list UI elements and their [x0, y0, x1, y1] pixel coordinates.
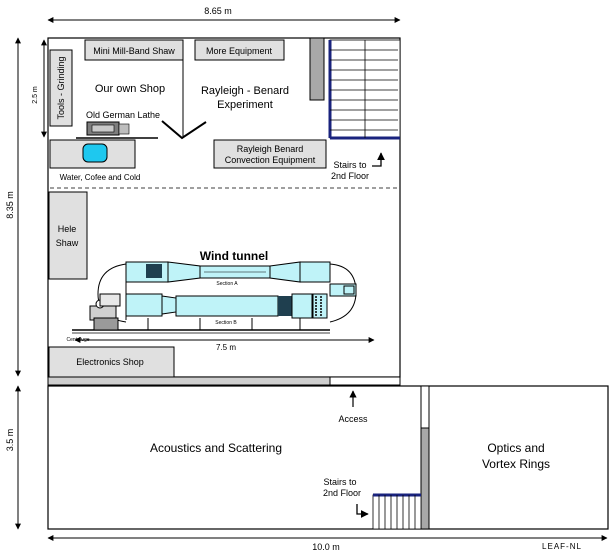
- old-lathe-label: Old German Lathe: [86, 110, 160, 120]
- access-doorway: [329, 376, 401, 386]
- tunnel-length-label: 7.5 m: [216, 343, 236, 352]
- upper-staircase-icon: [328, 39, 401, 140]
- hele-label-1: Hele: [58, 224, 77, 234]
- mill-band-saw-box: [84, 39, 184, 61]
- section-b-label: Section B: [215, 320, 237, 326]
- lower-staircase-icon: [372, 493, 422, 530]
- lower-height-label: 3.5 m: [5, 429, 15, 452]
- convection-label-2: Convection Equipment: [225, 155, 316, 165]
- convection-equipment-box: [213, 139, 327, 169]
- door-swing-icon: [161, 120, 207, 140]
- access-label: Access: [338, 414, 368, 424]
- stairs-arrow-icon: [372, 152, 385, 167]
- lower-wall-segment-left: [47, 376, 331, 386]
- electronics-shop-box: [48, 346, 175, 378]
- mill-band-saw-label: Mini Mill-Band Shaw: [93, 46, 175, 56]
- partition-column: [420, 427, 430, 530]
- rayleigh-label-2: Experiment: [217, 99, 273, 111]
- top-width-label: 8.65 m: [204, 6, 232, 16]
- wind-tunnel-icon: Section A Section B: [72, 261, 357, 334]
- optics-label-2: Vortex Rings: [482, 457, 550, 471]
- electronics-shop-label: Electronics Shop: [76, 357, 144, 367]
- tools-grinding-box: [49, 49, 73, 127]
- tools-grinding-label: Tools - Grinding: [56, 56, 66, 119]
- stairs-lower-label-1: Stairs to: [323, 477, 356, 487]
- stairs-upper-label-1: Stairs to: [333, 160, 366, 170]
- hele-shaw-box: [48, 191, 88, 280]
- dimension-lines: [15, 17, 608, 541]
- lathe-icon: [76, 121, 158, 139]
- stairs-lower-arrow-icon: [356, 504, 369, 518]
- sink-icon: [82, 143, 108, 163]
- lower-room-wall: [47, 385, 609, 530]
- hele-label-2: Shaw: [56, 238, 79, 248]
- wind-tunnel-label: Wind tunnel: [200, 249, 269, 263]
- bottom-width-label: 10.0 m: [312, 542, 340, 552]
- partition-upper: [420, 385, 430, 429]
- stairs-upper-label-2: 2nd Floor: [331, 171, 369, 181]
- centrifuge-icon: [89, 293, 121, 331]
- water-coffee-label: Water, Cofee and Cold: [60, 173, 141, 182]
- section-a-label: Section A: [216, 281, 238, 287]
- centrifuge-label: Centrifuge: [66, 337, 89, 343]
- more-equipment-label: More Equipment: [206, 46, 273, 56]
- left-height-label: 8.35 m: [5, 191, 15, 219]
- column: [309, 37, 325, 101]
- optics-label-1: Optics and: [487, 441, 544, 455]
- small-height-label: 2.5 m: [32, 86, 39, 104]
- stairs-lower-label-2: 2nd Floor: [323, 488, 361, 498]
- watermark-logo: LEAF-NL: [542, 542, 582, 551]
- rayleigh-label-1: Rayleigh - Benard: [201, 85, 289, 97]
- convection-label-1: Rayleigh Benard: [237, 144, 304, 154]
- more-equipment-box: [194, 39, 285, 61]
- acoustics-label: Acoustics and Scattering: [150, 441, 282, 455]
- our-shop-label: Our own Shop: [95, 83, 165, 95]
